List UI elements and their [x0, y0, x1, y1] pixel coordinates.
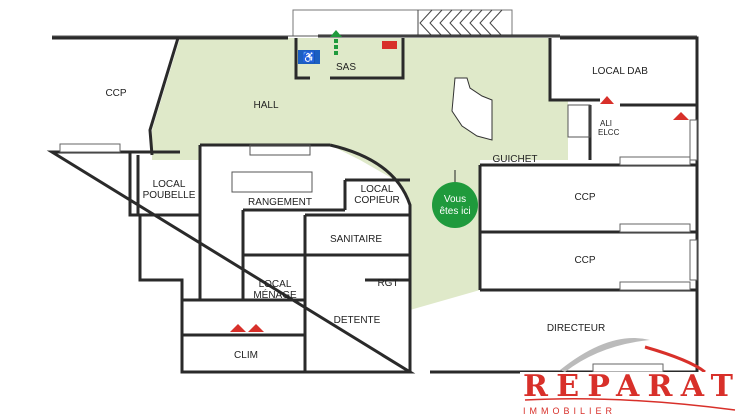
room-label-local-menage-1: LOCAL	[259, 279, 292, 290]
room-label-ccp-right-1: CCP	[574, 192, 595, 203]
room-label-local-poubelle-2: POUBELLE	[143, 190, 196, 201]
exit-arrow-icon	[330, 30, 342, 55]
room-label-clim: CLIM	[234, 350, 258, 361]
windows	[59, 119, 698, 373]
room-label-rangement: RANGEMENT	[248, 197, 312, 208]
entrance-stairs	[417, 9, 503, 37]
walls	[46, 34, 699, 374]
reparat-logo: REPARAT IMMOBILIER	[520, 338, 736, 420]
room-label-sanitaire: SANITAIRE	[330, 234, 382, 245]
fire-extinguisher-icon	[230, 96, 689, 332]
room-label-local-dab: LOCAL DAB	[592, 66, 648, 77]
fire-alarm-icon	[382, 41, 397, 49]
marker-line-1: Vous	[444, 194, 466, 205]
room-label-local-copieur-1: LOCAL	[361, 184, 394, 195]
you-are-here-marker: Vous êtes ici	[432, 170, 478, 228]
room-label-ccp-right-2: CCP	[574, 255, 595, 266]
room-label-ccp-top-left: CCP	[105, 88, 126, 99]
label-ali: ALI	[600, 119, 612, 128]
room-label-detente: DETENTE	[334, 315, 381, 326]
room-label-local-menage-2: MÉNAGE	[253, 288, 297, 301]
marker-line-2: êtes ici	[439, 206, 470, 217]
label-elcc: ELCC	[598, 128, 620, 137]
room-label-rgt: RGT	[377, 278, 398, 289]
room-label-local-poubelle-1: LOCAL	[153, 179, 186, 190]
svg-text:♿: ♿	[302, 51, 316, 64]
room-label-guichet: GUICHET	[493, 154, 538, 165]
accessibility-icon: ♿	[298, 50, 320, 64]
entrance-canopy	[292, 9, 513, 37]
room-label-local-copieur-2: COPIEUR	[354, 195, 400, 206]
room-label-hall: HALL	[253, 100, 278, 111]
room-label-directeur: DIRECTEUR	[547, 323, 605, 334]
room-label-sas: SAS	[336, 62, 356, 73]
logo-tagline: IMMOBILIER	[523, 406, 616, 416]
